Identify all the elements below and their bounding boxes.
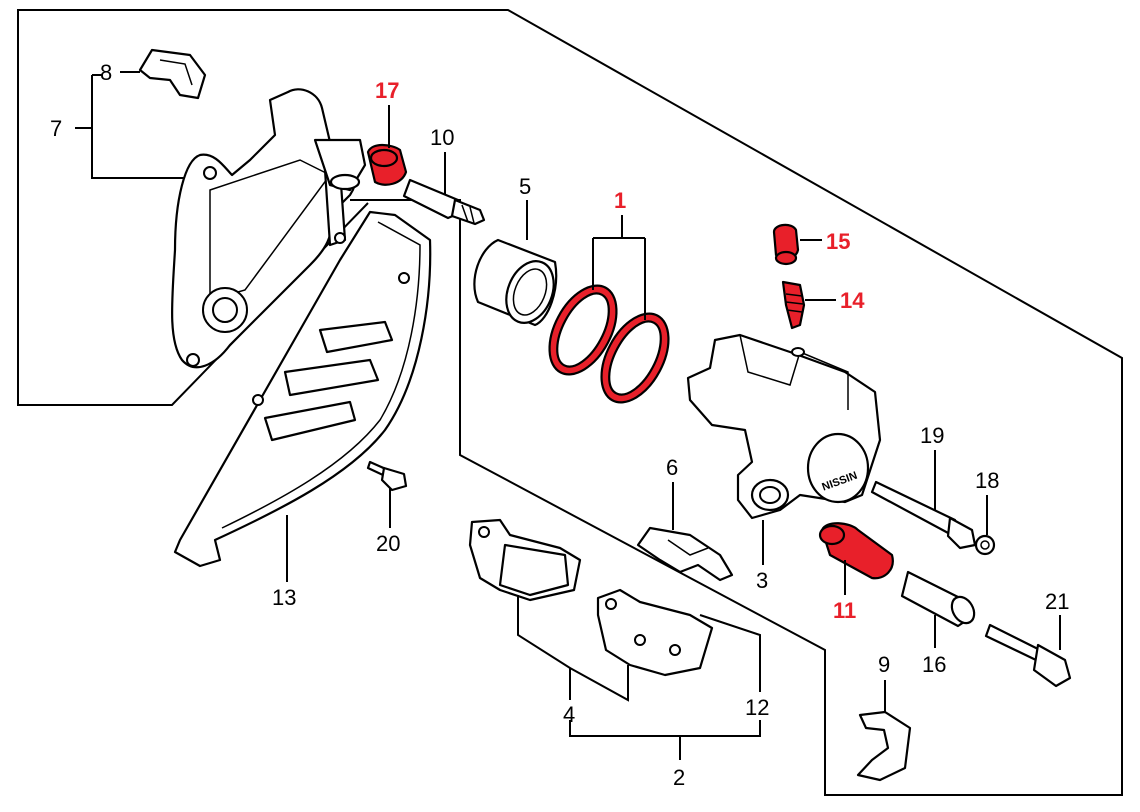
pad-spring-part: [636, 526, 734, 582]
caliper-bolt-part: [984, 623, 1072, 688]
callout-2: 2: [673, 765, 685, 790]
callout-12: 12: [745, 695, 769, 720]
caliper-bracket-part: [170, 88, 367, 369]
callout-6: 6: [666, 455, 678, 480]
callout-14: 14: [840, 288, 865, 313]
callout-16: 16: [922, 652, 946, 677]
disc-shield-part: [173, 210, 432, 568]
callout-8: 8: [100, 60, 112, 85]
callout-20: 20: [376, 531, 400, 556]
piston-part: [473, 238, 558, 327]
bleeder-cap-highlighted: [772, 223, 800, 266]
pad-clip-part: [138, 48, 207, 100]
sleeve-part: [900, 570, 976, 628]
callout-4: 4: [563, 702, 575, 727]
callout-11: 11: [833, 598, 856, 623]
callout-13: 13: [272, 585, 296, 610]
callout-18: 18: [975, 468, 999, 493]
slide-pin-part: [870, 480, 977, 550]
callout-17: 17: [375, 78, 399, 103]
leader-lines: [75, 71, 1061, 760]
brake-pad-part-a: [468, 518, 582, 602]
pin-bolt-part: [402, 178, 486, 226]
shield-bolt-part: [366, 460, 408, 492]
callout-labels: 1 2 3 4 5 6 7 8 9 10 11 12 13 14 15 16 1…: [50, 60, 1069, 790]
callout-1: 1: [614, 188, 626, 213]
callout-10: 10: [430, 125, 454, 150]
callout-15: 15: [826, 229, 850, 254]
callout-19: 19: [920, 423, 944, 448]
brake-pad-part-b: [596, 588, 714, 677]
caliper-body-part: NISSIN: [686, 333, 882, 520]
callout-5: 5: [519, 174, 531, 199]
callout-3: 3: [756, 568, 768, 593]
bleeder-screw-highlighted: [781, 280, 806, 330]
callout-7: 7: [50, 116, 62, 141]
small-boot-part: [974, 534, 996, 556]
boot-part-highlighted: [366, 143, 408, 186]
callout-9: 9: [878, 652, 890, 677]
pad-retainer-spring-part: [856, 710, 912, 782]
assembly-frame: [17, 9, 1123, 796]
pin-boot-highlighted: [818, 522, 894, 580]
piston-seal-rings-highlighted: [548, 284, 670, 404]
callout-21: 21: [1045, 589, 1069, 614]
